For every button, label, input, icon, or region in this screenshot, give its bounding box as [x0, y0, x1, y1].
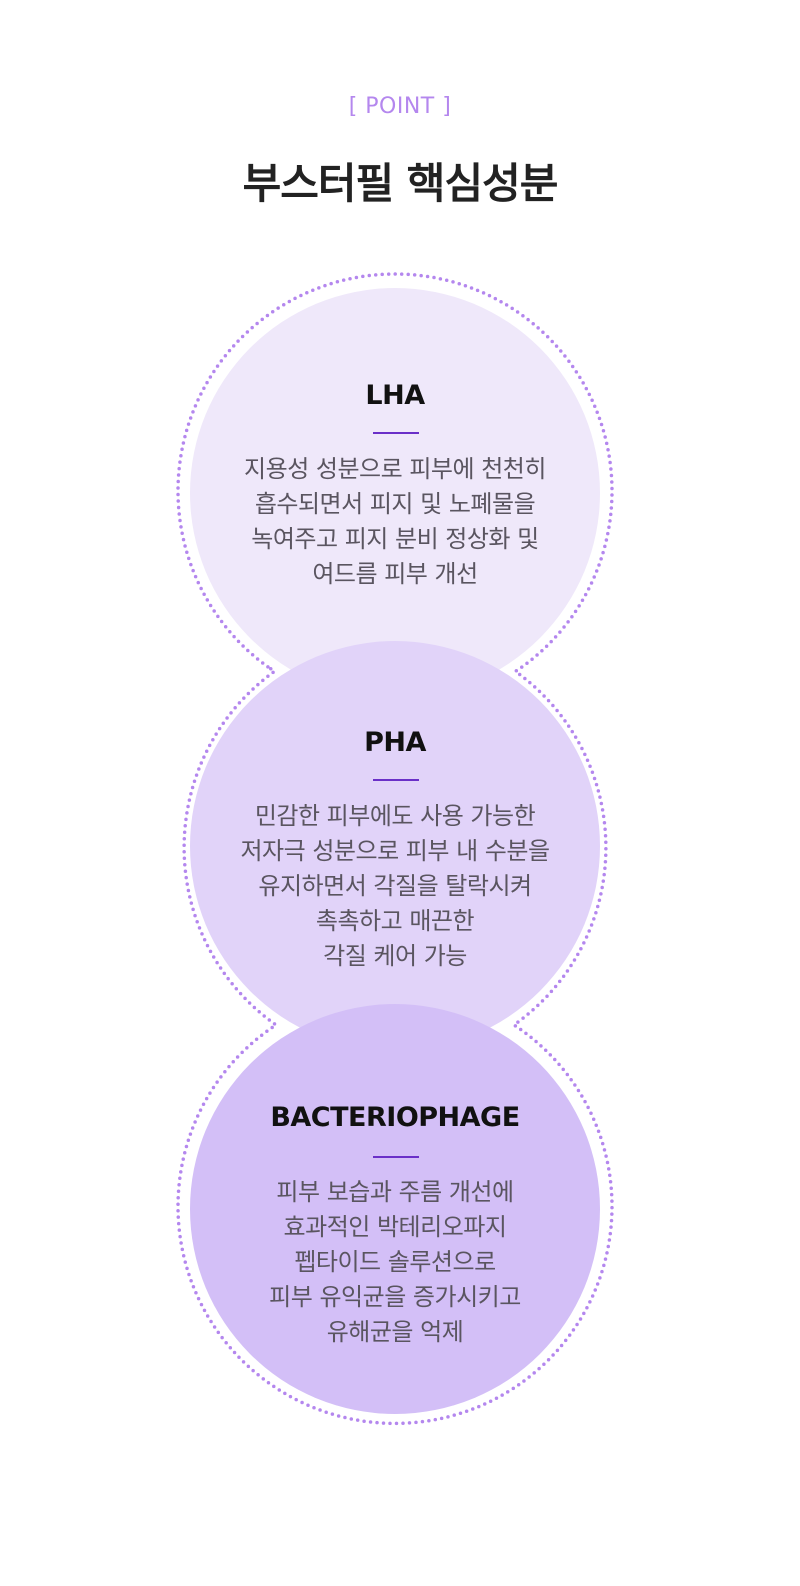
- ingredient-name: PHA: [364, 727, 426, 758]
- title-divider: [373, 779, 419, 781]
- ingredient-description: 민감한 피부에도 사용 가능한 저자극 성분으로 피부 내 수분을 유지하면서 …: [240, 802, 550, 970]
- title-divider: [373, 432, 419, 434]
- ingredient-description: 지용성 성분으로 피부에 천천히 흡수되면서 피지 및 노폐물을 녹여주고 피지…: [244, 455, 546, 588]
- section-eyebrow: [ POINT ]: [348, 94, 452, 119]
- ingredient-card-bacteriophage: BACTERIOPHAGE 피부 보습과 주름 개선에 효과적인 박테리오파지 …: [190, 1004, 600, 1414]
- ingredient-name: BACTERIOPHAGE: [270, 1102, 520, 1133]
- page-title: 부스터필 핵심성분: [242, 159, 559, 208]
- ingredient-name: LHA: [365, 380, 425, 411]
- ingredient-card-pha: PHA 민감한 피부에도 사용 가능한 저자극 성분으로 피부 내 수분을 유지…: [190, 641, 600, 1051]
- title-divider: [373, 1156, 419, 1158]
- ingredient-description: 피부 보습과 주름 개선에 효과적인 박테리오파지 펩타이드 솔루션으로 피부 …: [269, 1178, 521, 1346]
- ingredient-card-lha: LHA 지용성 성분으로 피부에 천천히 흡수되면서 피지 및 노폐물을 녹여주…: [190, 288, 600, 698]
